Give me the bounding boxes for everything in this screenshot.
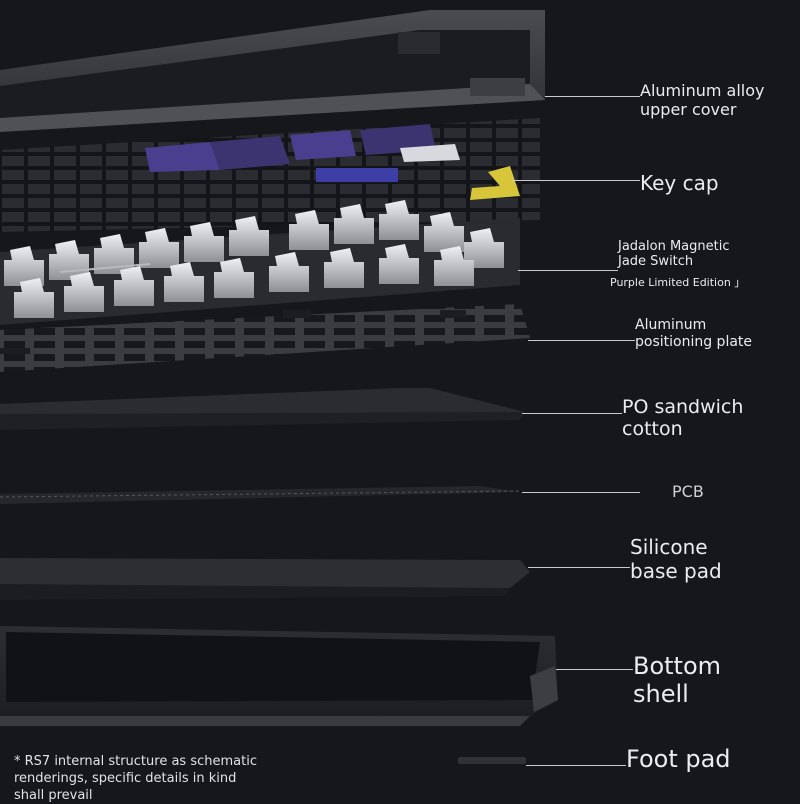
pcb-leader — [522, 492, 640, 493]
bottom-shell-illustration — [0, 626, 558, 726]
pcb-label: PCB — [672, 482, 704, 501]
bottom-shell-label: Bottom shell — [633, 652, 722, 709]
switch-label: Jadalon Magnetic Jade Switch Purple Limi… — [610, 239, 746, 289]
pcb-illustration — [0, 486, 521, 504]
key-cap-label: Key cap — [640, 171, 719, 195]
upper-cover-illustration — [0, 10, 545, 132]
switch-sub-label: Purple Limited Edition 」 — [610, 275, 746, 289]
disclaimer-line: shall prevail — [14, 788, 93, 803]
foot-pad-leader — [526, 765, 626, 766]
disclaimer-line: renderings, specific details in kind — [14, 771, 237, 786]
key-cap-leader — [512, 180, 640, 181]
upper-cover-label: Aluminum alloy upper cover — [640, 81, 765, 119]
disclaimer-line: * RS7 internal structure as schematic — [14, 754, 257, 769]
keycap-layer-illustration — [0, 118, 540, 232]
base-pad-leader — [528, 567, 630, 568]
cotton-leader — [522, 413, 622, 414]
foot-pad-label: Foot pad — [626, 745, 731, 773]
plate-label: Aluminum positioning plate — [635, 317, 753, 350]
foot-pad-illustration — [458, 757, 526, 764]
switch-leader — [518, 270, 618, 271]
cotton-label: PO sandwich cotton — [622, 396, 744, 441]
plate-illustration — [0, 304, 530, 372]
bottom-shell-leader — [556, 669, 633, 670]
base-pad-illustration — [0, 558, 530, 600]
switch-layer-illustration — [0, 200, 520, 325]
upper-cover-leader — [545, 96, 640, 97]
plate-leader — [528, 340, 635, 341]
cotton-illustration — [0, 388, 525, 430]
base-pad-label: Silicone base pad — [630, 535, 722, 583]
disclaimer-note: * RS7 internal structure as schematic re… — [14, 753, 314, 804]
